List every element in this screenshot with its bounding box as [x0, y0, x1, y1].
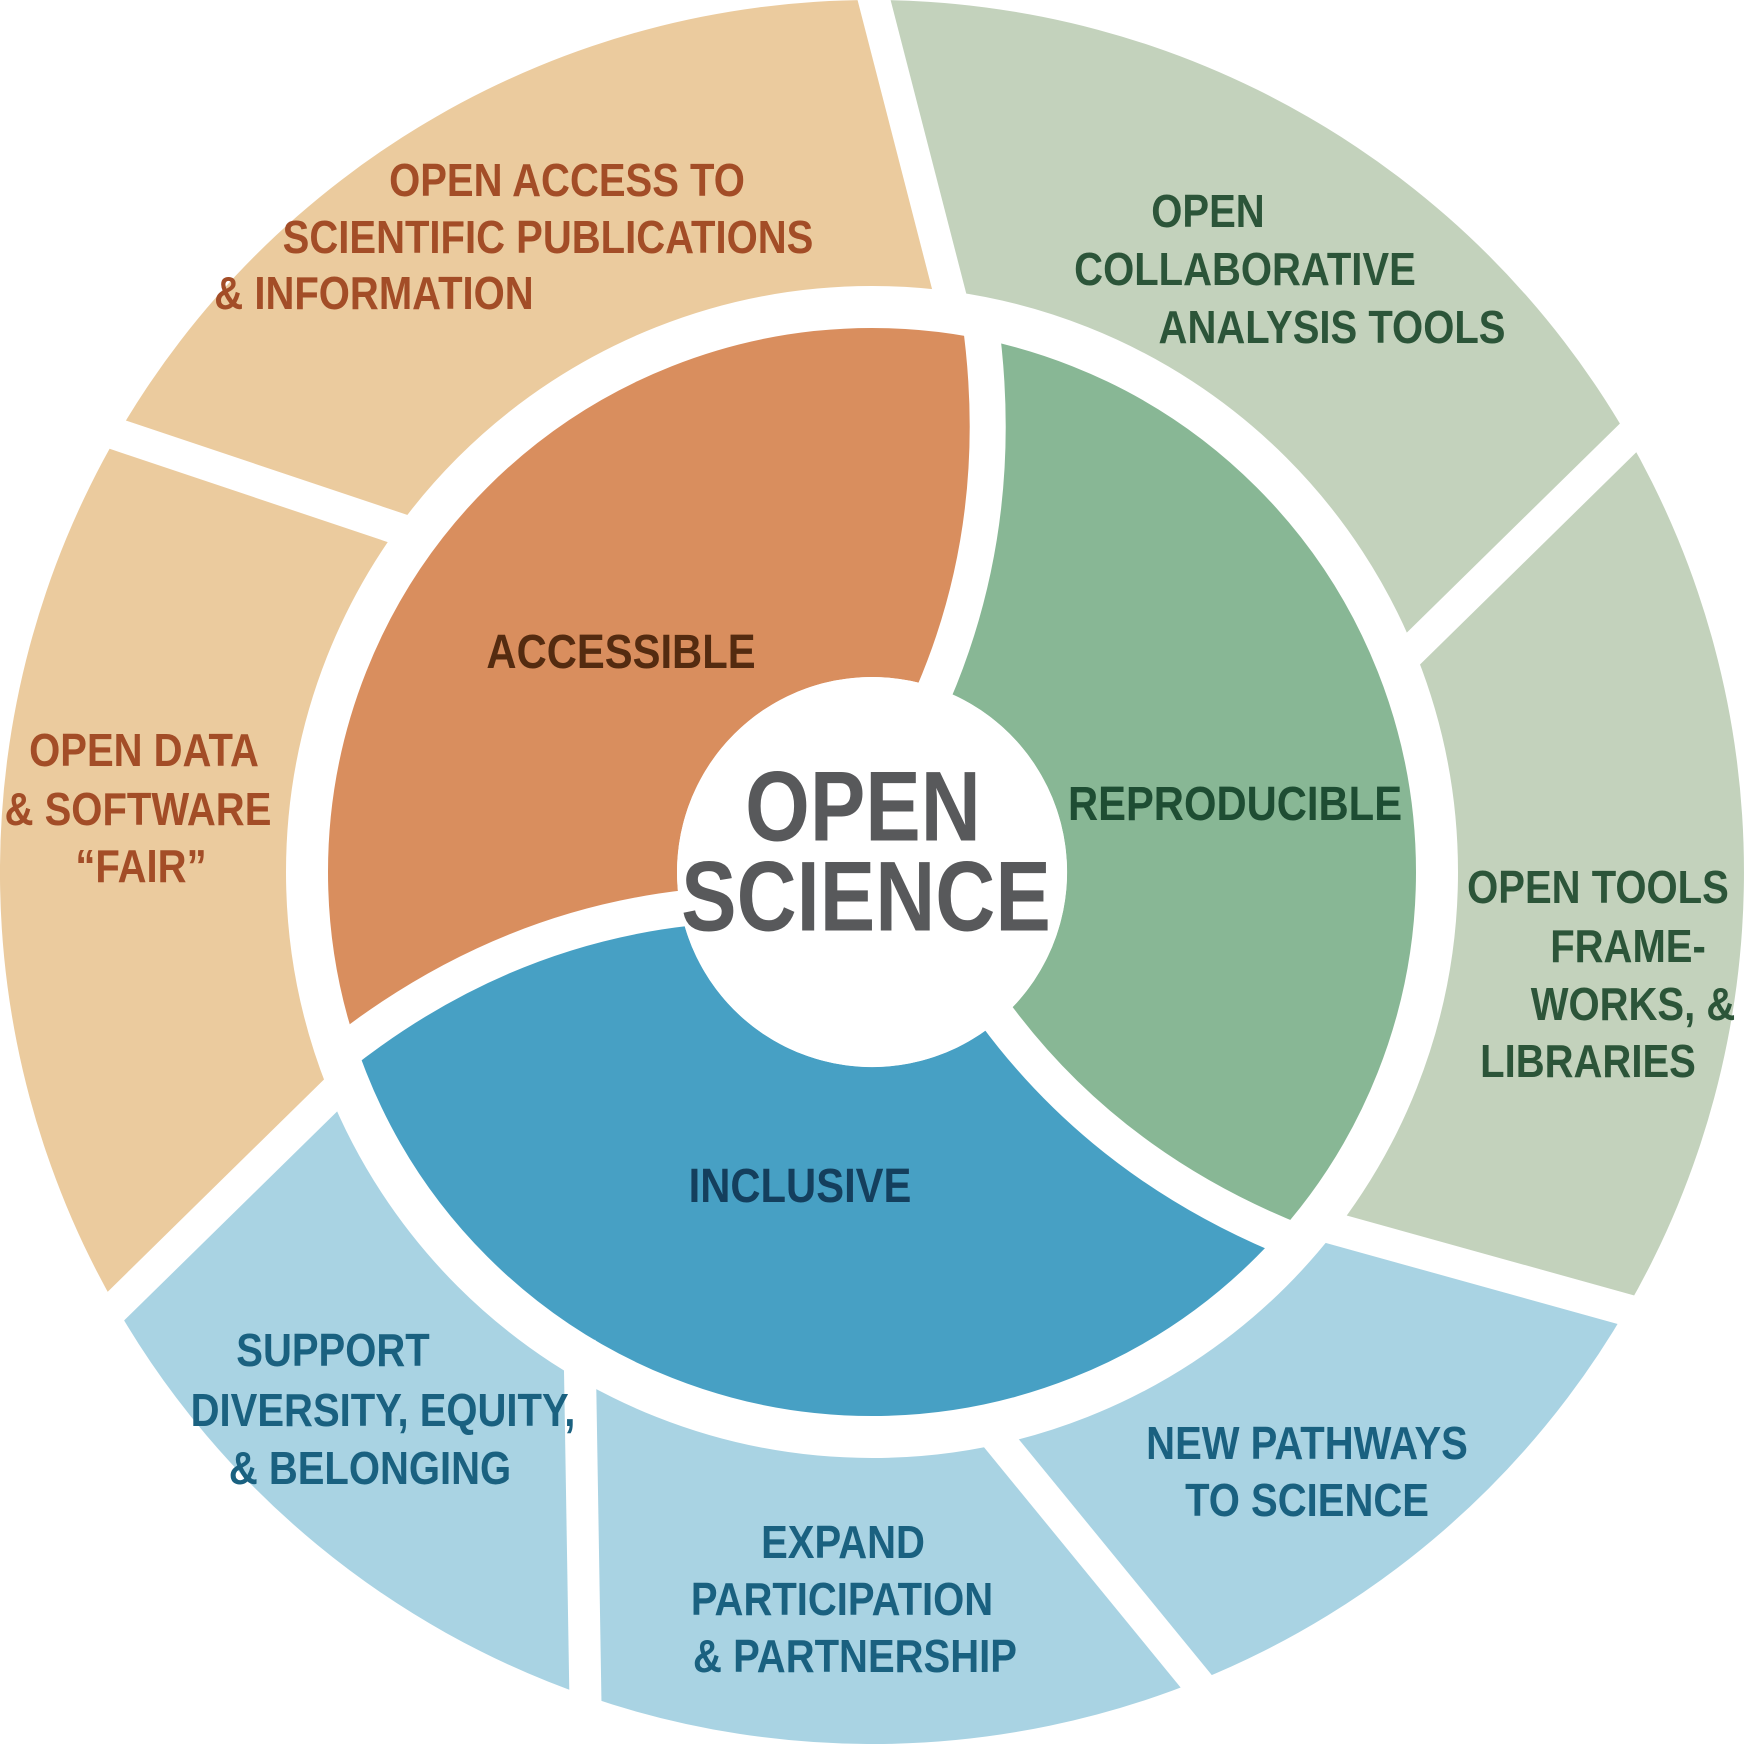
outer-gap-292 [964, 1403, 1214, 1699]
reproducible-label: REPRODUCIBLE [1067, 778, 1403, 831]
open-access-label-line3: & INFORMATION [214, 267, 534, 319]
open-tools-label-line2: FRAME- [1550, 920, 1706, 972]
open-data-label-line3: “FAIR” [75, 840, 207, 892]
accessible-label: ACCESSIBLE [486, 626, 756, 679]
expand-participation-label-line3: & PARTNERSHIP [693, 1630, 1017, 1682]
outer-segment-expand-participation [572, 1351, 1199, 1744]
swirl-separator-accessible-inclusive [326, 890, 690, 1071]
inclusive-label: INCLUSIVE [688, 1160, 912, 1213]
new-pathways-label-line1: NEW PATHWAYS [1146, 1417, 1468, 1469]
new-pathways-label-line2: TO SCIENCE [1185, 1474, 1429, 1526]
open-access-label-line2: SCIENTIFIC PUBLICATIONS [282, 211, 814, 263]
support-diversity-label-line1: SUPPORT [236, 1324, 430, 1376]
open-data-label-line1: OPEN DATA [29, 724, 259, 776]
outer-segment-support-diversity [116, 1074, 589, 1697]
open-collaborative-label-line3: ANALYSIS TOOLS [1158, 301, 1506, 353]
open-collaborative-label-line2: COLLABORATIVE [1074, 243, 1416, 295]
outer-gap-150 [104, 416, 437, 555]
outer-gap-30 [1376, 420, 1646, 686]
open-data-label-line2: & SOFTWARE [4, 783, 272, 835]
outer-gap-330 [1296, 1203, 1639, 1328]
center-title-line1: OPEN [745, 750, 981, 862]
open-tools-label-line4: LIBRARIES [1480, 1035, 1696, 1087]
open-collaborative-label-line1: OPEN [1151, 185, 1265, 237]
inner-segment-inclusive [337, 909, 1299, 1438]
open-tools-label-line3: WORKS, & [1530, 978, 1736, 1030]
outer-gap-210 [98, 1058, 368, 1324]
center-title-line2: SCIENCE [681, 840, 1051, 952]
open-tools-label-line1: OPEN TOOLS [1467, 861, 1729, 913]
outer-segment-new-pathways [979, 1227, 1628, 1681]
outer-segment-open-access [116, 0, 961, 532]
outer-gap-251 [563, 1339, 602, 1705]
outer-segment-open-collaborative [872, 0, 1628, 670]
swirl-separator-accessible-reproducible [916, 314, 1006, 702]
open-access-label-line1: OPEN ACCESS TO [389, 154, 745, 206]
ring-separator [286, 286, 1458, 1458]
support-diversity-label-line3: & BELONGING [228, 1442, 512, 1494]
expand-participation-label-line2: PARTICIPATION [690, 1573, 994, 1625]
outer-gap-90 [857, 0, 974, 331]
swirl-separator-inclusive-reproducible [980, 1003, 1306, 1260]
center-circle [677, 677, 1067, 1067]
expand-participation-label-line1: EXPAND [761, 1516, 925, 1568]
support-diversity-label-line2: DIVERSITY, EQUITY, [190, 1384, 576, 1436]
